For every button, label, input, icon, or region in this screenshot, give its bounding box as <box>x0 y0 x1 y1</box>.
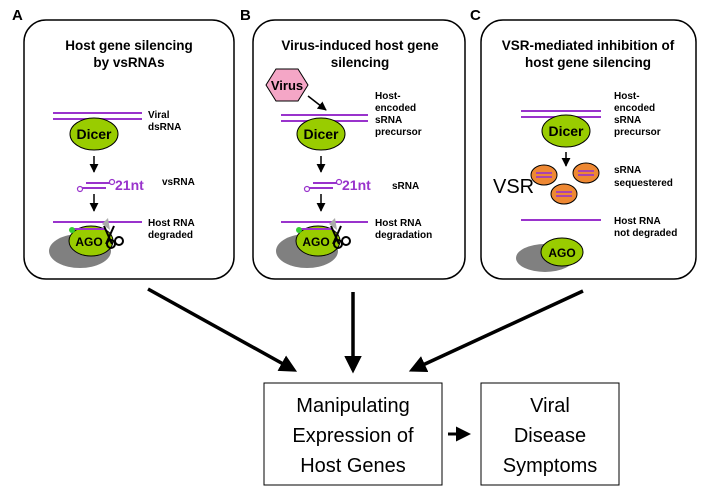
panel-c-title-line-1: VSR-mediated inhibition of <box>502 38 675 53</box>
virus-icon <box>265 68 309 102</box>
panel-a: A Host gene silencing by vsRNAs Dicer Vi… <box>12 7 235 280</box>
ago-label: AGO <box>302 235 329 249</box>
host-rna-label-line-1: Host RNA <box>375 218 422 229</box>
host-rna-label-line-1: Host RNA <box>148 218 195 229</box>
outcome-box-2-line-3: Symptoms <box>503 455 597 477</box>
outcome-box-1-frame <box>263 382 443 486</box>
outcome-box-symptoms: Viral Disease Symptoms <box>480 382 620 486</box>
vsr-label: VSR <box>493 176 534 198</box>
virus-label: Virus <box>271 78 303 93</box>
ago-label: AGO <box>75 235 102 249</box>
panel-letter-b: B <box>240 7 251 24</box>
arrow-c-to-outcome <box>408 289 584 373</box>
srna-duplex <box>303 178 343 193</box>
host-rna-label-line-1: Host RNA <box>614 216 661 227</box>
outcome-box-2-line-1: Viral <box>530 395 570 417</box>
precursor-label-line-2: encoded <box>375 103 416 114</box>
scissors-icon <box>102 218 124 249</box>
cleavage-site-marker <box>296 227 302 233</box>
panel-a-title-line-1: Host gene silencing <box>65 38 193 53</box>
dicer-label: Dicer <box>303 126 339 142</box>
virus-induction-arrow <box>307 95 327 111</box>
dicer-enzyme <box>296 117 346 151</box>
arrow-a-to-outcome <box>147 287 298 372</box>
precursor-label-line-2: encoded <box>614 103 655 114</box>
ago-label: AGO <box>548 246 575 260</box>
outcome-box-1-line-2: Expression of <box>292 425 414 447</box>
precursor-label-line-1: Host- <box>375 91 401 102</box>
sequestered-label-line-1: sRNA <box>614 165 641 176</box>
panel-c-frame <box>480 19 697 280</box>
dicer-label: Dicer <box>548 123 584 139</box>
cleavage-site-marker <box>69 227 75 233</box>
panel-a-title-line-2: by vsRNAs <box>93 55 164 70</box>
panel-c: C VSR-mediated inhibition of host gene s… <box>470 7 697 280</box>
precursor-label-line-3: sRNA <box>375 115 402 126</box>
panel-c-title-line-2: host gene silencing <box>525 55 651 70</box>
panel-b: B Virus-induced host gene silencing Viru… <box>240 7 466 280</box>
panel-letter-c: C <box>470 7 481 24</box>
viral-dsrna-label-line-2: dsRNA <box>148 122 181 133</box>
vsrna-label: vsRNA <box>162 177 195 188</box>
panel-b-title-line-2: silencing <box>331 55 390 70</box>
dicer-enzyme <box>541 114 591 148</box>
vsrna-size-label: 21nt <box>115 177 144 193</box>
outcome-box-2-line-2: Disease <box>514 425 586 447</box>
viral-dsrna-label-line-1: Viral <box>148 110 170 121</box>
vsrna-duplex <box>76 178 116 193</box>
srna-size-label: 21nt <box>342 177 371 193</box>
panel-a-frame <box>23 19 235 280</box>
host-rna-label-line-2: not degraded <box>614 228 677 239</box>
outcome-box-manipulating: Manipulating Expression of Host Genes <box>263 382 443 486</box>
precursor-label-line-1: Host- <box>614 91 640 102</box>
scissors-icon <box>329 218 351 249</box>
outcome-box-1-line-1: Manipulating <box>296 395 409 417</box>
dicer-label: Dicer <box>76 126 112 142</box>
sequestered-label-line-2: sequestered <box>614 178 673 189</box>
ago-protein <box>540 237 584 267</box>
precursor-label-line-4: precursor <box>614 127 661 138</box>
dicer-enzyme <box>69 117 119 151</box>
panel-b-title-line-1: Virus-induced host gene <box>281 38 439 53</box>
panel-letter-a: A <box>12 7 23 24</box>
precursor-label-line-4: precursor <box>375 127 422 138</box>
vsr-proteins <box>530 162 600 205</box>
srna-label: sRNA <box>392 181 419 192</box>
host-rna-label-line-2: degraded <box>148 230 193 241</box>
outcome-box-1-line-3: Host Genes <box>300 455 406 477</box>
outcome-box-2-frame <box>480 382 620 486</box>
precursor-label-line-3: sRNA <box>614 115 641 126</box>
host-rna-label-line-2: degradation <box>375 230 432 241</box>
